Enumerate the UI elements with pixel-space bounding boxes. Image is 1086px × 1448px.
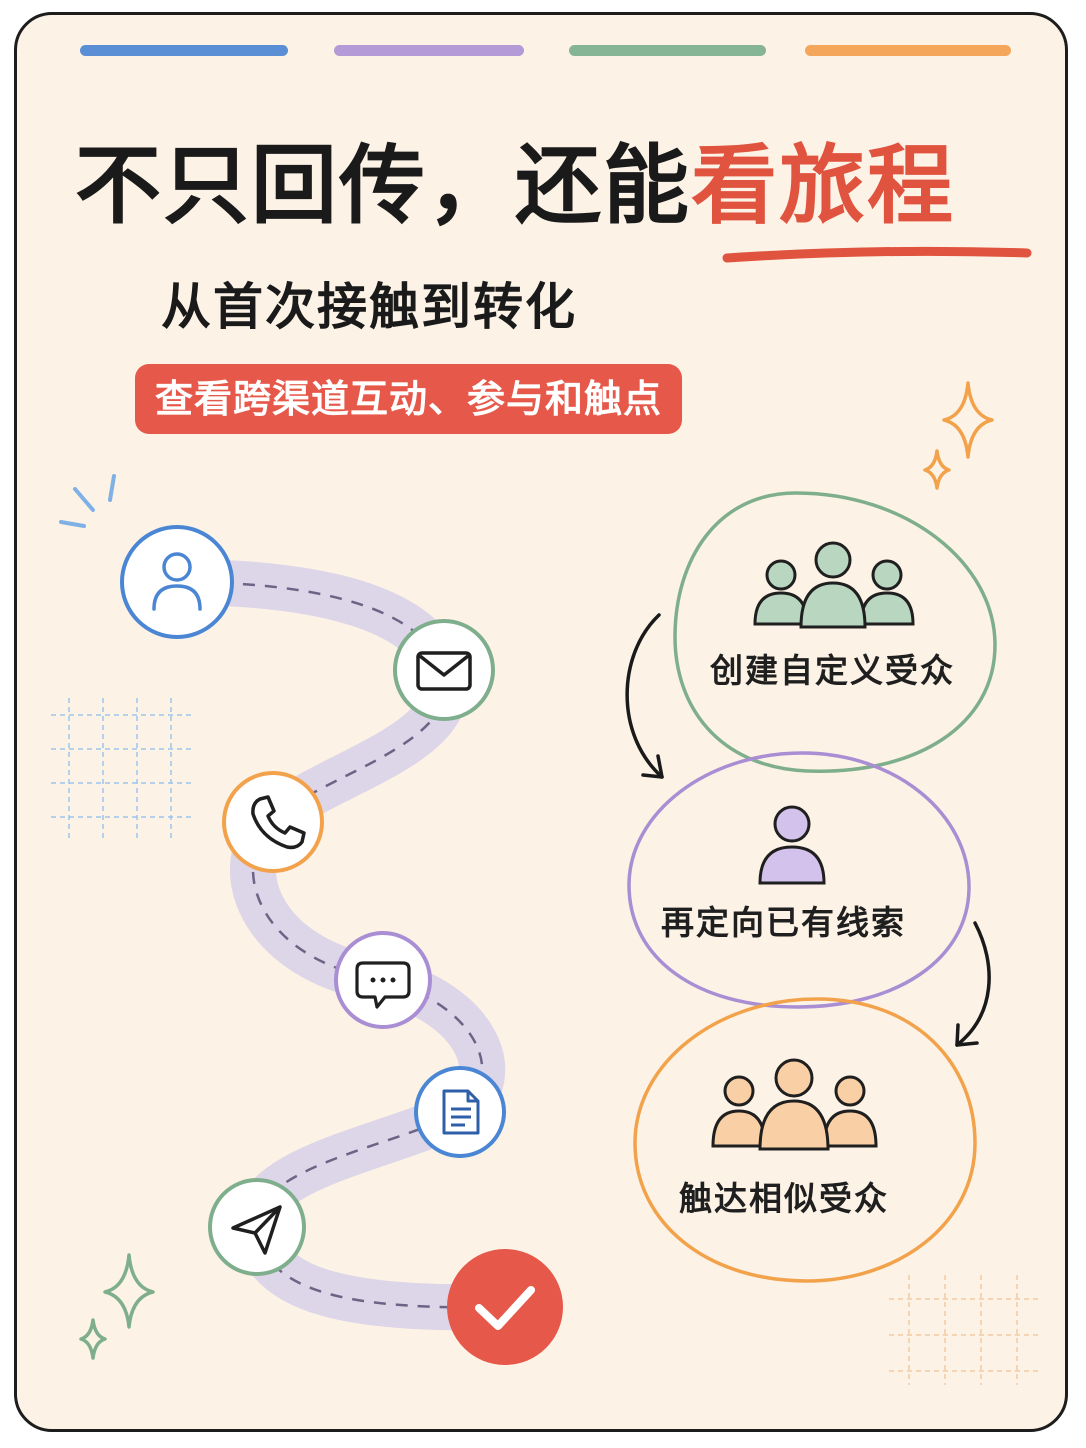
group-icon [753,541,915,629]
subtitle: 从首次接触到转化 [161,278,577,336]
grid-decoration [51,698,193,838]
sparkle-icon [923,381,994,490]
journey-step-phone [222,771,324,873]
flow-arrow [625,613,664,779]
grid-decoration [889,1275,1041,1385]
mail-icon [416,651,472,691]
phone-icon [251,795,306,850]
group-icon [711,1058,878,1151]
journey-step-user [120,525,234,639]
journey-step-chat [334,931,432,1029]
journey-step-mail [393,619,495,721]
audience-label-custom: 创建自定义受众 [710,651,955,690]
document-icon [442,1089,480,1135]
audience-bubble-custom [673,491,997,773]
journey-step-check [447,1249,563,1365]
audience-label-retarget: 再定向已有线索 [661,903,906,942]
audience-label-lookalike: 触达相似受众 [679,1179,889,1218]
chat-icon [355,961,411,1009]
illustration [51,246,1041,1385]
tag-badge: 查看跨渠道互动、参与和触点 [135,364,683,434]
color-bar-purple [334,45,524,56]
color-bar-blue [80,45,288,56]
flow-arrow [955,921,991,1047]
journey-step-document [414,1066,506,1158]
person-icon [758,805,826,885]
user-icon [152,552,202,611]
audience-bubble-lookalike [633,997,977,1283]
accent-lines [59,474,116,528]
title-main: 不只回传，还能 [75,136,691,236]
title-underline [722,246,1032,263]
color-bar-green [569,45,766,56]
color-bar-orange [805,45,1011,56]
sparkle-icon [79,1253,155,1360]
page-title: 不只回传，还能看旅程 [75,135,955,238]
send-icon [231,1205,282,1255]
audience-bubble-retarget [627,751,971,1009]
title-highlight: 看旅程 [691,136,955,236]
journey-step-send [208,1178,306,1276]
poster-card: 不只回传，还能看旅程 从首次接触到转化 查看跨渠道互动、参与和触点 [14,12,1068,1432]
check-icon [475,1286,535,1330]
